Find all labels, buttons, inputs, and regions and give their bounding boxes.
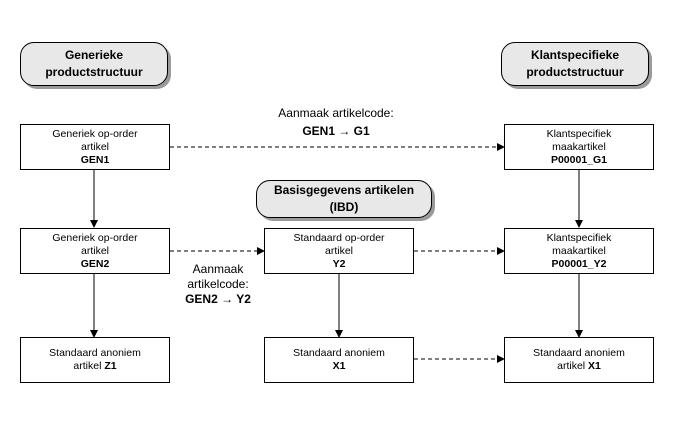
box-gen2: Generiek op-order artikel GEN2	[20, 228, 170, 274]
box-p2-line1: Klantspecifiek	[546, 231, 612, 244]
header-base-line1: Basisgegevens artikelen	[273, 183, 415, 197]
box-x1-code: X1	[332, 360, 346, 372]
box-gen1-line2: artikel	[80, 140, 109, 153]
label-mid-line1: Aanmaak	[192, 262, 244, 276]
label-mid-line2: artikelcode:	[187, 277, 249, 291]
header-base-line2: (IBD)	[329, 200, 359, 214]
label-mid: Aanmaak artikelcode: GEN2 → Y2	[166, 262, 270, 307]
box-gen2-code: GEN2	[80, 257, 110, 270]
box-p1-code: P00001_G1	[550, 153, 608, 166]
box-p1-line2: maakartikel	[552, 140, 606, 153]
box-z1-code: Z1	[104, 360, 117, 372]
box-p2-line2: maakartikel	[552, 244, 606, 257]
box-gen1-line1: Generiek op-order	[52, 127, 138, 140]
box-gen2-line1: Generiek op-order	[52, 231, 138, 244]
box-x1: Standaard anoniem X1	[264, 337, 414, 383]
box-y2-line2: artikel	[324, 244, 353, 257]
box-z1: Standaard anoniem artikel Z1	[20, 337, 170, 383]
box-z1-prefix: artikel	[73, 360, 105, 372]
box-gen2-line2: artikel	[80, 244, 109, 257]
box-p1-line1: Klantspecifiek	[546, 127, 612, 140]
label-top: Aanmaak artikelcode: GEN1 → G1	[236, 106, 436, 139]
box-px1-prefix: artikel	[557, 360, 589, 372]
box-y2-code: Y2	[332, 257, 346, 270]
header-customer-line2: productstructuur	[526, 65, 624, 79]
box-p2-code: P00001_Y2	[551, 257, 607, 270]
box-x1-line1: Standaard anoniem	[293, 347, 385, 359]
box-gen1: Generiek op-order artikel GEN1	[20, 124, 170, 170]
box-z1-line1: Standaard anoniem	[49, 347, 141, 359]
header-generic-line1: Generieke	[64, 48, 124, 62]
box-px1-code: X1	[588, 360, 601, 372]
header-customer: Klantspecifieke productstructuur	[501, 42, 649, 86]
box-p2: Klantspecifiek maakartikel P00001_Y2	[504, 228, 654, 274]
label-top-code: GEN1 → G1	[302, 124, 370, 138]
label-mid-code: GEN2 → Y2	[185, 292, 251, 306]
box-p1: Klantspecifiek maakartikel P00001_G1	[504, 124, 654, 170]
box-y2-line1: Standaard op-order	[293, 231, 385, 244]
header-customer-line1: Klantspecifieke	[530, 48, 620, 62]
header-base: Basisgegevens artikelen (IBD)	[256, 180, 432, 218]
box-y2: Standaard op-order artikel Y2	[264, 228, 414, 274]
label-top-text: Aanmaak artikelcode:	[278, 106, 394, 120]
box-px1: Standaard anoniem artikel X1	[504, 337, 654, 383]
box-gen1-code: GEN1	[80, 153, 110, 166]
header-generic: Generieke productstructuur	[20, 42, 168, 86]
box-px1-line1: Standaard anoniem	[533, 347, 625, 359]
header-generic-line2: productstructuur	[45, 65, 143, 79]
